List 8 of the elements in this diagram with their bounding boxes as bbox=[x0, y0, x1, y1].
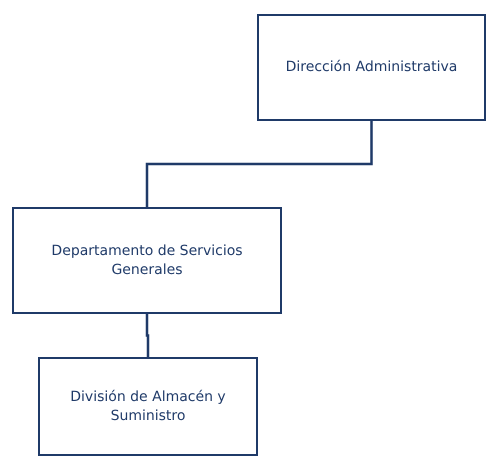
unit-name: División de Almacén y Suministro bbox=[69, 388, 227, 426]
unit-name: Departamento de Servicios Generales bbox=[50, 242, 244, 280]
org-box bbox=[12, 207, 282, 314]
unit-name: Dirección Administrativa bbox=[284, 58, 458, 77]
org-box bbox=[257, 14, 486, 121]
connector-line bbox=[146, 314, 150, 357]
org-box bbox=[38, 357, 258, 456]
connector-line bbox=[146, 121, 373, 207]
